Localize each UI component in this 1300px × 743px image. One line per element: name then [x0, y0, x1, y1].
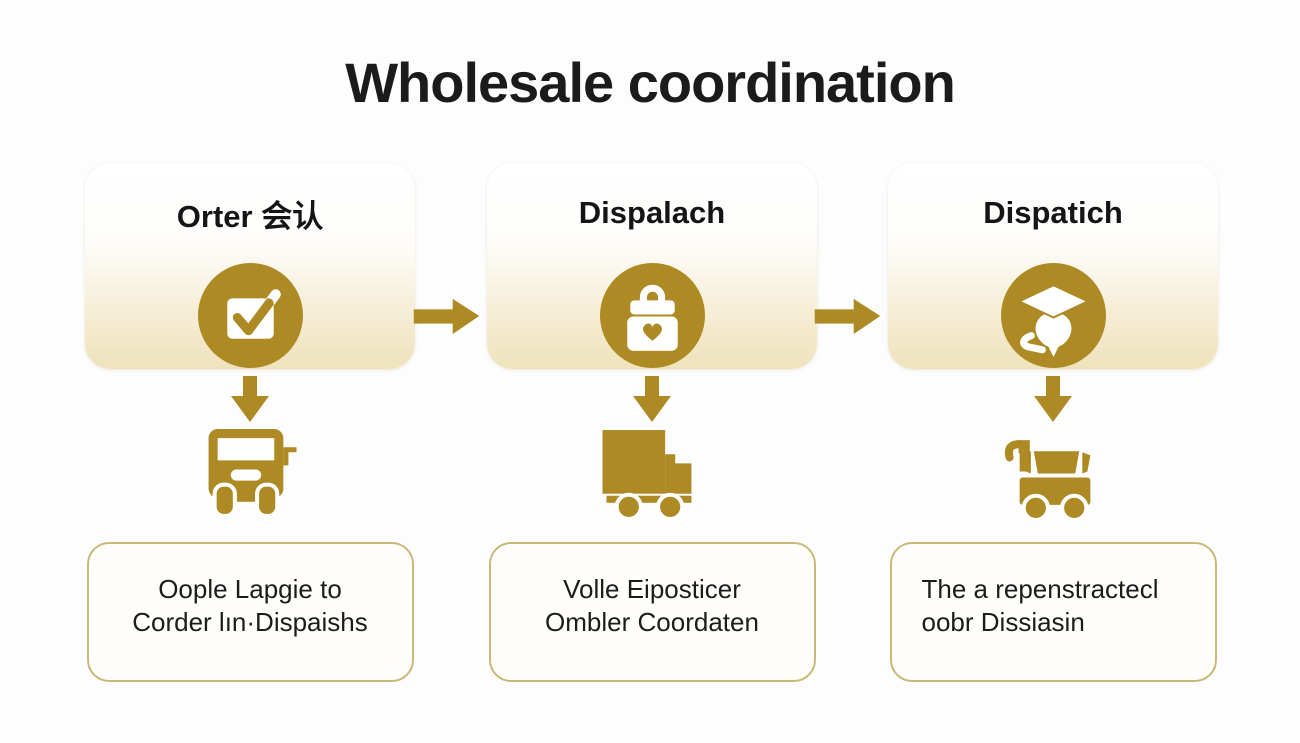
stage-card: Orter 会认	[85, 163, 415, 369]
arrow-down-icon	[1031, 376, 1075, 422]
stage-card-title: Orter 会认	[176, 198, 324, 234]
stage-dispatch-1: Dispalach	[487, 163, 817, 682]
stage-card: Dispatich	[888, 163, 1218, 369]
graduation-plant-hand-icon	[1000, 263, 1106, 368]
arrow-down-icon	[228, 376, 272, 422]
delivery-cart-icon	[995, 425, 1111, 521]
stage-order: Orter 会认	[85, 163, 415, 682]
stage-card: Dispalach	[487, 163, 817, 369]
truck-front-icon	[192, 425, 308, 521]
page-title: Wholesale coordination	[345, 51, 956, 114]
shopping-bag-heart-icon	[599, 263, 705, 368]
arrow-right-icon	[413, 297, 481, 335]
arrow-down-icon	[630, 376, 674, 422]
checkbox-check-icon	[197, 263, 303, 368]
stage-card-title: Dispalach	[578, 195, 726, 230]
stage-card-title: Dispatich	[983, 195, 1123, 230]
description-box: The a repenstractecl oobr Dissiasin	[889, 542, 1217, 682]
stage-dispatch-2: Dispatich	[888, 163, 1218, 682]
box-truck-icon	[594, 425, 710, 521]
description-box: Oople Lapgie to Corder lın·Dispaishs	[86, 542, 414, 682]
arrow-right-icon	[814, 297, 882, 335]
description-box: Volle Eiposticer Ombler Coordaten	[488, 542, 816, 682]
